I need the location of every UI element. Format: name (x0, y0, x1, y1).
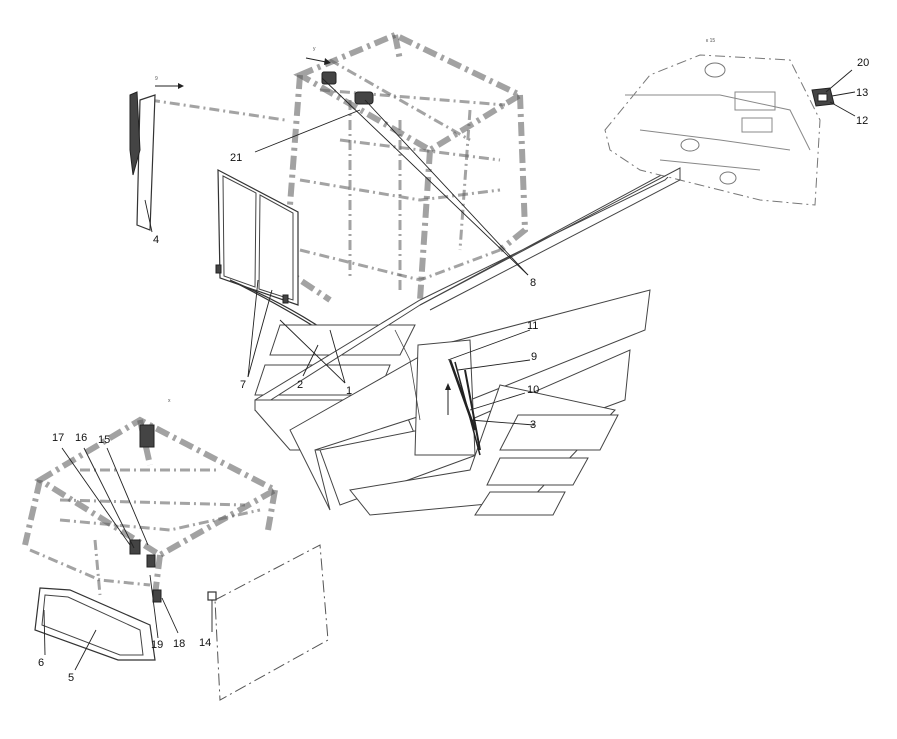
callout-2: 2 (297, 379, 303, 391)
callout-15: 15 (98, 434, 110, 446)
callout-13: 13 (856, 87, 868, 99)
callout-14: 14 (199, 637, 211, 649)
callout-17: 17 (52, 432, 64, 444)
callout-7: 7 (240, 379, 246, 391)
callout-5: 5 (68, 672, 74, 684)
callout-3: 3 (530, 419, 536, 431)
callout-10: 10 (527, 384, 539, 396)
callout-8: 8 (530, 277, 536, 289)
callout-9: 9 (531, 351, 537, 363)
wiper-arm (129, 91, 286, 231)
callout-1: 1 (346, 385, 352, 397)
connector-block (811, 87, 835, 107)
callout-labels: 1 2 3 4 5 6 7 8 9 10 11 12 13 14 15 16 1… (38, 57, 869, 684)
detail-outline (394, 329, 421, 421)
callout-18: 18 (173, 638, 185, 650)
callout-11: 11 (527, 320, 538, 332)
callout-21: 21 (230, 152, 242, 164)
view-arrows: 9 у (155, 46, 331, 89)
callout-20: 20 (857, 57, 869, 69)
view-label-c: х (168, 398, 171, 404)
cab-frame (281, 31, 529, 303)
seat-detail: к 15 (604, 38, 821, 206)
callout-19: 19 (151, 639, 163, 651)
leader-lines (43, 69, 856, 671)
view-label-d: к 15 (706, 38, 715, 44)
callout-12: 12 (856, 115, 868, 127)
floor-brackets (129, 424, 162, 603)
callout-16: 16 (75, 432, 87, 444)
view-label-a: у (313, 46, 316, 52)
step-cover (34, 587, 156, 661)
callout-6: 6 (38, 657, 44, 669)
strut-detail (414, 339, 481, 456)
floor-mat (207, 544, 329, 701)
callout-4: 4 (153, 234, 159, 246)
view-label-b: 9 (155, 76, 158, 82)
leader-wedge (419, 167, 681, 311)
